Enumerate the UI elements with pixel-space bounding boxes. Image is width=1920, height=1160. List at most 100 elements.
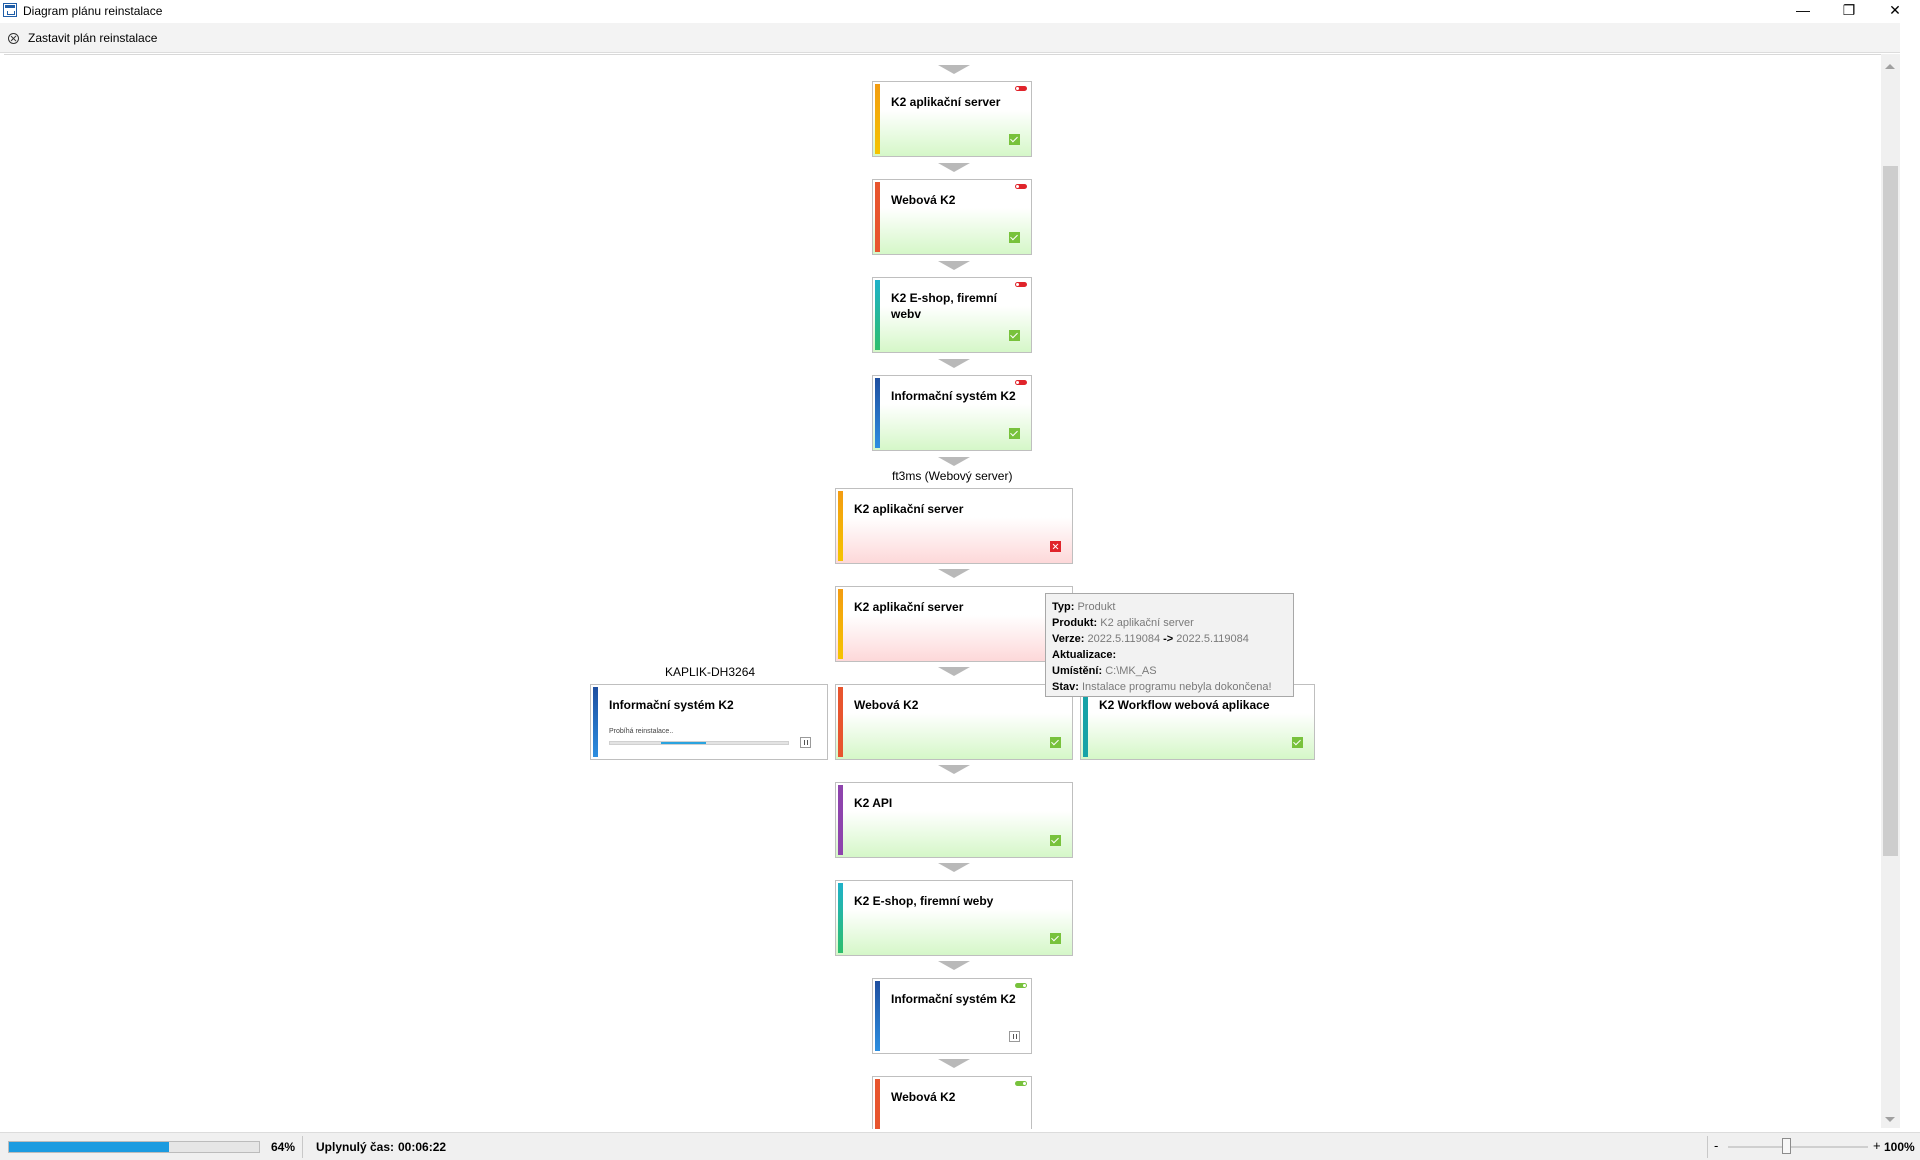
node-color-bar	[838, 589, 843, 659]
stop-plan-label: Zastavit plán reinstalace	[28, 31, 158, 45]
node-k2-app-server-1[interactable]: K2 aplikační server	[872, 81, 1032, 157]
pause-icon[interactable]	[1009, 1031, 1020, 1042]
flow-arrow	[938, 65, 970, 74]
node-color-bar	[875, 84, 880, 154]
node-color-bar	[838, 785, 843, 855]
node-webova-k2-2[interactable]: Webová K2	[835, 684, 1073, 760]
node-informacni-system-1[interactable]: Informační systém K2	[872, 375, 1032, 451]
stop-circle-icon	[8, 32, 19, 44]
window-edge	[1900, 23, 1920, 1160]
node-name: K2 aplikační server	[854, 502, 964, 516]
toggle-off-icon[interactable]	[1015, 380, 1027, 385]
node-k2-app-server-3[interactable]: K2 aplikační server	[835, 586, 1073, 662]
node-k2-eshop-1[interactable]: K2 E-shop, firemní webv	[872, 277, 1032, 353]
check-icon	[1050, 933, 1061, 944]
flow-arrow	[938, 569, 970, 578]
zoom-slider-thumb[interactable]	[1782, 1138, 1791, 1154]
flow-arrow	[938, 261, 970, 270]
group-label-webserver: ft3ms (Webový server)	[892, 469, 1013, 483]
flow-arrow	[938, 163, 970, 172]
error-icon	[1050, 541, 1061, 552]
node-webova-k2-3[interactable]: Webová K2	[872, 1076, 1032, 1129]
node-webova-k2-1[interactable]: Webová K2	[872, 179, 1032, 255]
node-tooltip: Typ: Produkt Produkt: K2 aplikační serve…	[1045, 593, 1294, 697]
flow-arrow	[938, 863, 970, 872]
node-k2-api[interactable]: K2 API	[835, 782, 1073, 858]
tooltip-type-value: Produkt	[1077, 601, 1116, 613]
restore-button[interactable]: ❐	[1842, 2, 1856, 18]
check-icon	[1009, 428, 1020, 439]
flow-arrow	[938, 457, 970, 466]
tooltip-version-from: 2022.5.119084	[1087, 633, 1161, 645]
check-icon	[1009, 232, 1020, 243]
progress-text: Probíhá reinstalace..	[609, 728, 674, 735]
node-k2-app-server-2[interactable]: K2 aplikační server	[835, 488, 1073, 564]
node-name: Informační systém K2	[609, 698, 734, 712]
node-name: K2 aplikační server	[891, 95, 1001, 109]
tooltip-update-label: Aktualizace:	[1052, 649, 1117, 661]
tooltip-version-arrow: ->	[1163, 633, 1174, 645]
node-progress-bar	[609, 741, 789, 745]
tooltip-state-label: Stav:	[1052, 681, 1079, 693]
group-label-kaplik: KAPLIK-DH3264	[665, 665, 756, 679]
zoom-level: 100%	[1884, 1140, 1915, 1154]
elapsed-time-label: Uplynulý čas:	[316, 1140, 395, 1154]
scroll-thumb[interactable]	[1883, 166, 1898, 856]
scroll-down-icon[interactable]	[1885, 1117, 1895, 1122]
flow-arrow	[938, 765, 970, 774]
node-name: K2 E-shop, firemní webv	[891, 291, 998, 321]
node-color-bar	[838, 491, 843, 561]
zoom-slider[interactable]	[1728, 1146, 1868, 1148]
node-name: Informační systém K2	[891, 992, 1016, 1006]
toggle-off-icon[interactable]	[1015, 86, 1027, 91]
check-icon	[1009, 330, 1020, 341]
pause-icon[interactable]	[800, 737, 811, 748]
toggle-on-icon[interactable]	[1015, 1081, 1027, 1086]
flow-arrow	[938, 359, 970, 368]
flow-arrow	[938, 1059, 970, 1068]
zoom-out-button[interactable]: -	[1714, 1138, 1719, 1153]
elapsed-time-value: 00:06:22	[398, 1140, 447, 1154]
vertical-scrollbar[interactable]	[1881, 54, 1900, 1128]
flow-arrow	[938, 961, 970, 970]
status-bar: 64% Uplynulý čas: 00:06:22 - + 100%	[0, 1132, 1920, 1160]
tooltip-location-value: C:\MK_AS	[1105, 665, 1157, 677]
node-name: Webová K2	[891, 193, 956, 207]
node-color-bar	[875, 981, 880, 1051]
check-icon	[1050, 737, 1061, 748]
toolbar: Zastavit plán reinstalace	[0, 23, 1920, 53]
node-color-bar	[838, 687, 843, 757]
node-name: K2 API	[854, 796, 893, 810]
node-name: Webová K2	[854, 698, 919, 712]
toggle-off-icon[interactable]	[1015, 282, 1027, 287]
tooltip-version-to: 2022.5.119084	[1176, 633, 1249, 645]
node-name: K2 aplikační server	[854, 600, 964, 614]
minimize-button[interactable]: —	[1796, 2, 1810, 18]
scroll-up-icon[interactable]	[1885, 64, 1895, 69]
tooltip-product-value: K2 aplikační server	[1100, 617, 1194, 629]
node-k2-eshop-2[interactable]: K2 E-shop, firemní weby	[835, 880, 1073, 956]
window-title: Diagram plánu reinstalace	[23, 4, 163, 18]
diagram-canvas[interactable]: K2 aplikační server Webová K2 K2 E-shop,…	[4, 54, 1881, 1129]
node-name: Informační systém K2	[891, 389, 1016, 403]
tooltip-state-value: Instalace programu nebyla dokončena!	[1081, 681, 1272, 693]
tooltip-location-label: Umístění:	[1052, 665, 1103, 677]
node-color-bar	[1083, 687, 1088, 757]
node-informacni-system-running[interactable]: Informační systém K2 Probíhá reinstalace…	[590, 684, 828, 760]
title-bar: Diagram plánu reinstalace — ❐ ✕	[0, 0, 1920, 23]
toggle-on-icon[interactable]	[1015, 983, 1027, 988]
node-color-bar	[838, 883, 843, 953]
node-color-bar	[875, 378, 880, 448]
progress-percent: 64%	[271, 1140, 296, 1154]
node-name: Webová K2	[891, 1090, 956, 1104]
tooltip-type-label: Typ:	[1052, 601, 1075, 613]
node-informacni-system-paused[interactable]: Informační systém K2	[872, 978, 1032, 1054]
node-name: K2 E-shop, firemní weby	[854, 894, 994, 908]
tooltip-product-label: Produkt:	[1052, 617, 1098, 629]
stop-plan-button[interactable]: Zastavit plán reinstalace	[8, 28, 163, 48]
node-color-bar	[875, 1079, 880, 1129]
toggle-off-icon[interactable]	[1015, 184, 1027, 189]
zoom-in-button[interactable]: +	[1873, 1138, 1881, 1153]
overall-progress-bar	[8, 1141, 260, 1153]
close-button[interactable]: ✕	[1889, 2, 1901, 18]
